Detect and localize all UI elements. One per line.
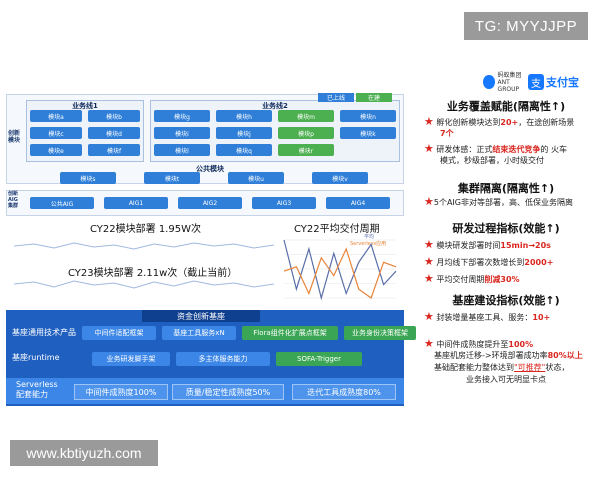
serverless-label: Serverless 配套能力	[16, 380, 58, 399]
module-chip: 模块m	[278, 110, 334, 122]
coverage-line-2: ★ 研发体感：正式结束迭代竞争的 火车	[424, 142, 567, 155]
deploy-trend-line-1	[14, 242, 274, 250]
alipay-icon: 支	[528, 74, 544, 90]
public-module-chip: 模块u	[228, 172, 284, 184]
base-line-3: 基座机房迁移->环境部署成功率80%以上	[434, 351, 583, 360]
module-chip: 模块n	[340, 110, 396, 122]
coverage-line-1: ★ 孵化创新模块达到20+，在途创新场景	[424, 115, 575, 128]
cluster-heading: 集群隔离(隔离性↑)	[457, 182, 555, 195]
base-line-5: 业务接入可无明显卡点	[466, 375, 546, 384]
module-chip: 模块c	[30, 127, 82, 139]
tech-item: 业务身份决策框架	[344, 326, 416, 340]
cy22-cycle-title: CY22平均交付周期	[294, 224, 380, 235]
coverage-line-1b: 7个	[440, 129, 454, 138]
maturity-item: 中间件成熟度100%	[74, 384, 168, 400]
watermark-top: TG: MYYJJPP	[464, 12, 588, 40]
tech-item: 中间件适配框架	[82, 326, 156, 340]
star-icon: ★	[424, 238, 434, 251]
delivery-cycle-chart	[283, 239, 397, 301]
process-line-2: ★ 月均线下部署次数增长到2000+	[424, 255, 554, 268]
deploy-trend-sparkline	[14, 242, 274, 289]
star-icon: ★	[424, 255, 434, 268]
process-heading: 研发过程指标(效能↑)	[452, 222, 560, 235]
aig-item: AIG3	[252, 197, 316, 209]
base-line-4: 基础配套能力整体达到"可推荐"状态，	[434, 363, 570, 372]
module-chip: 模块e	[30, 144, 82, 156]
aig-item: AIG4	[326, 197, 390, 209]
aig-item: 公共AIG	[30, 197, 94, 209]
runtime-row-label: 基座runtime	[12, 353, 60, 362]
ant-logo-icon	[483, 75, 495, 89]
module-chip: 模块g	[154, 110, 210, 122]
watermark-bottom: www.kbtiyuzh.com	[10, 440, 158, 466]
module-chip: 模块l	[154, 144, 210, 156]
module-chip: 模块p	[278, 127, 334, 139]
business-line-1-title: 业务线1	[72, 102, 98, 110]
delivery-stats-area	[6, 218, 404, 308]
module-chip: 模块r	[278, 144, 334, 156]
public-base-title: 公共模块	[196, 165, 224, 173]
cluster-line-1: ★5个AIG非对等部署，高、低保业务隔离	[424, 195, 573, 208]
star-icon: ★	[424, 142, 434, 155]
ant-logo-cn: 蚂蚁集团	[497, 71, 522, 79]
cy22-deploy-title: CY22模块部署 1.95W次	[90, 224, 201, 235]
tech-item: 基座工具服务xN	[162, 326, 236, 340]
module-chip: 模块j	[216, 127, 272, 139]
base-line-2: ★ 中间件成熟度提升至100%	[424, 337, 534, 350]
process-line-1: ★ 模块研发部署时间15min→20s	[424, 238, 551, 251]
module-chip: 模块i	[154, 127, 210, 139]
runtime-item: 多主体服务能力	[176, 352, 270, 366]
public-module-chip: 模块t	[144, 172, 200, 184]
module-chip: 模块d	[88, 127, 140, 139]
alipay-text: 支付宝	[546, 76, 579, 89]
module-chip: 模块k	[340, 127, 396, 139]
star-icon: ★	[424, 272, 434, 285]
alipay-logo: 支 支付宝	[528, 72, 582, 92]
legend-serverless: Serverless应用	[350, 241, 387, 247]
coverage-line-2b: 模式，秒级部署，小时级交付	[440, 156, 544, 165]
star-icon: ★	[424, 337, 434, 350]
star-icon: ★	[424, 195, 434, 208]
runtime-item: 业务研发脚手架	[92, 352, 170, 366]
public-module-chip: 模块s	[60, 172, 116, 184]
maturity-item: 质量/稳定性成熟度50%	[172, 384, 284, 400]
process-line-3: ★ 平均交付周期削减30%	[424, 272, 520, 285]
star-icon: ★	[424, 115, 434, 128]
base-title: 资金创新基座	[142, 310, 260, 322]
module-chip: 模块q	[216, 144, 272, 156]
online-tag: 已上线	[318, 93, 354, 102]
coverage-heading: 业务覆盖赋能(隔离性↑)	[446, 100, 566, 113]
module-chip: 模块a	[30, 110, 82, 122]
deploy-trend-line-2	[14, 280, 274, 289]
tech-row-label: 基座通用技术产品	[12, 328, 76, 337]
chart-series-line-1	[283, 239, 397, 301]
chart-series-line-2	[283, 247, 397, 299]
base-metrics-heading: 基座建设指标(效能↑)	[452, 294, 560, 307]
in-progress-tag: 在建	[356, 93, 392, 102]
aig-side-label: 创新 AIG 集群	[8, 191, 19, 209]
legend-normal: 平均	[364, 234, 375, 240]
cy23-deploy-title: CY23模块部署 2.11w次（截止当前）	[68, 268, 238, 279]
aig-item: AIG2	[178, 197, 242, 209]
innovation-side-label: 创新 模块	[8, 130, 21, 144]
module-chip: 模块h	[216, 110, 272, 122]
runtime-item: SOFA-Trigger	[276, 352, 362, 366]
maturity-item: 迭代工具成熟度80%	[292, 384, 396, 400]
ant-logo-en: ANT GROUP	[497, 78, 520, 93]
tech-item: Flora组件化扩展点框架	[242, 326, 338, 340]
star-icon: ★	[424, 310, 434, 323]
module-chip: 模块b	[88, 110, 140, 122]
public-module-chip: 模块v	[312, 172, 368, 184]
aig-item: AIG1	[104, 197, 168, 209]
base-line-1: ★ 封装增量基座工具、服务：10+	[424, 310, 551, 323]
module-chip: 模块f	[88, 144, 140, 156]
business-line-2-title: 业务线2	[262, 102, 288, 110]
